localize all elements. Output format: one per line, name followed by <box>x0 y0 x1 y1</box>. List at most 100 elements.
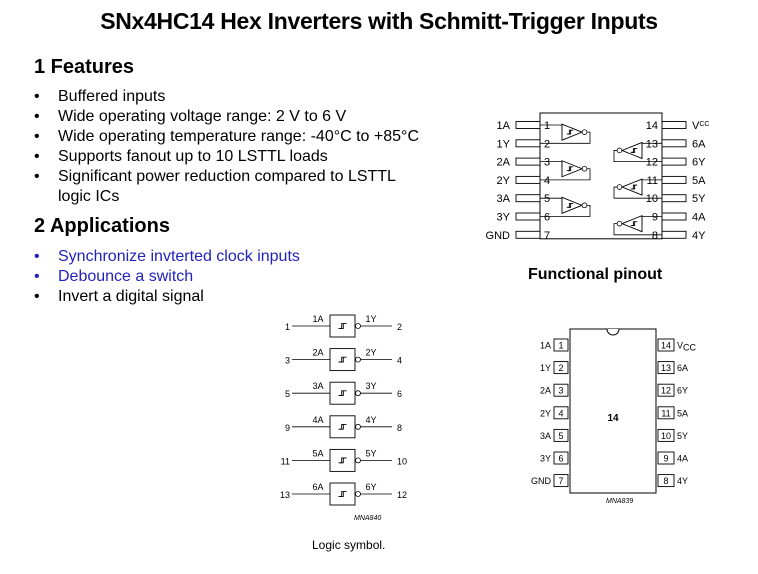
ic-outline <box>539 112 663 240</box>
pin-box <box>657 428 675 442</box>
pin-label: 5A <box>692 175 706 187</box>
pin-box <box>553 406 569 420</box>
pin-label: 6Y <box>677 386 688 396</box>
pin-number: 13 <box>280 490 290 500</box>
pin-number: 14 <box>661 341 671 351</box>
pin-stub <box>661 212 687 221</box>
pin-number: 8 <box>663 476 668 486</box>
input-label: 2A <box>312 348 323 358</box>
schmitt-icon <box>339 390 344 397</box>
application-link-synchronize[interactable]: Synchronize invterted clock inputs <box>34 247 454 267</box>
inverter-bubble <box>616 147 623 154</box>
application-item: Invert a digital signal <box>34 287 454 307</box>
pin-label: GND <box>486 230 511 242</box>
pin-number: 6 <box>558 454 563 464</box>
schmitt-icon <box>339 491 344 497</box>
feature-item: Buffered inputs <box>34 87 454 107</box>
pin-stub <box>515 194 541 203</box>
application-link-debounce[interactable]: Debounce a switch <box>34 267 454 287</box>
schmitt-icon <box>631 221 636 227</box>
pin-number: 13 <box>661 363 671 373</box>
pin-stub <box>515 157 541 166</box>
pin-stub <box>661 175 687 184</box>
input-label: 5A <box>312 448 323 458</box>
applications-heading: 2 Applications <box>34 215 170 237</box>
pin-label: 2Y <box>497 175 511 187</box>
output-label: 6Y <box>365 482 376 492</box>
pin-number: 4 <box>544 175 550 187</box>
inverter-bubble <box>355 323 361 329</box>
inverter-bubble <box>616 220 623 227</box>
pin-label: 6A <box>692 138 706 150</box>
output-label: 3Y <box>365 381 376 391</box>
pin-box <box>657 338 675 352</box>
inverter-bubble <box>581 129 588 135</box>
output-label: 4Y <box>365 415 376 425</box>
pin-stub <box>515 230 541 239</box>
inverter-gate <box>561 123 584 141</box>
pin-label: 4Y <box>692 230 706 242</box>
pin-number: 9 <box>663 454 668 464</box>
inverter-bubble <box>581 202 588 209</box>
output-label: 2Y <box>365 348 376 358</box>
pin-stub <box>661 157 687 166</box>
inverter-bubble <box>616 184 623 190</box>
pin-number: 3 <box>544 157 550 169</box>
pin-label: 3A <box>497 193 511 205</box>
diagram-ref: MNA839 <box>606 498 633 505</box>
pin-number: 5 <box>558 431 563 441</box>
pin-number: 12 <box>397 490 407 500</box>
pin-number: 10 <box>646 193 658 205</box>
schmitt-icon <box>567 166 572 172</box>
gate-box <box>329 415 356 439</box>
pin-label-subscript: CC <box>699 121 709 128</box>
inverter-bubble <box>355 491 361 497</box>
logic-symbol-caption: Logic symbol. <box>312 538 386 552</box>
pin-label: 1A <box>540 341 551 351</box>
inverter-gate <box>620 141 643 160</box>
pin-number: 1 <box>544 120 550 132</box>
gate-wire <box>540 204 591 217</box>
ic-body <box>569 328 657 494</box>
pin-number: 9 <box>652 212 658 224</box>
inverter-gate <box>620 214 643 233</box>
pin-label: 3Y <box>497 212 511 224</box>
pin-stub <box>661 230 687 239</box>
input-label: 4A <box>312 415 323 425</box>
pin-label: 1Y <box>540 363 551 373</box>
pin-label: 6A <box>677 363 688 373</box>
output-label: 5Y <box>365 448 376 458</box>
page-title: SNx4HC14 Hex Inverters with Schmitt-Trig… <box>100 8 658 34</box>
pin-stub <box>661 139 687 148</box>
pin-label: 2Y <box>540 408 551 418</box>
pin-number: 1 <box>558 341 563 351</box>
pin-number: 9 <box>285 423 290 433</box>
pin-number: 3 <box>558 386 563 396</box>
inverter-bubble <box>581 165 588 172</box>
pin-label: 1A <box>497 120 511 132</box>
pin-number: 6 <box>397 389 402 399</box>
schmitt-icon <box>567 130 572 135</box>
gate-box <box>329 314 356 338</box>
package-label: 14 <box>607 413 619 424</box>
schmitt-icon <box>339 357 344 363</box>
pin-number: 11 <box>661 408 670 418</box>
pin-number: 8 <box>397 423 402 433</box>
feature-item: Significant power reduction compared to … <box>34 167 398 207</box>
pin-stub <box>661 194 687 203</box>
features-list: Buffered inputs Wide operating voltage r… <box>34 87 454 207</box>
pin-number: 2 <box>544 138 550 150</box>
inverter-bubble <box>355 390 361 397</box>
pin-number: 5 <box>285 389 290 399</box>
pin-box <box>657 451 675 465</box>
pin-box <box>657 361 675 375</box>
pin-box <box>553 361 569 375</box>
pin-label: 1Y <box>497 138 511 150</box>
pin-box <box>553 338 569 352</box>
gate-wire <box>613 186 662 199</box>
pin-number: 12 <box>646 157 658 169</box>
pin-number: 5 <box>544 193 550 205</box>
inverter-gate <box>561 196 584 215</box>
pin-label: 3Y <box>540 454 551 464</box>
